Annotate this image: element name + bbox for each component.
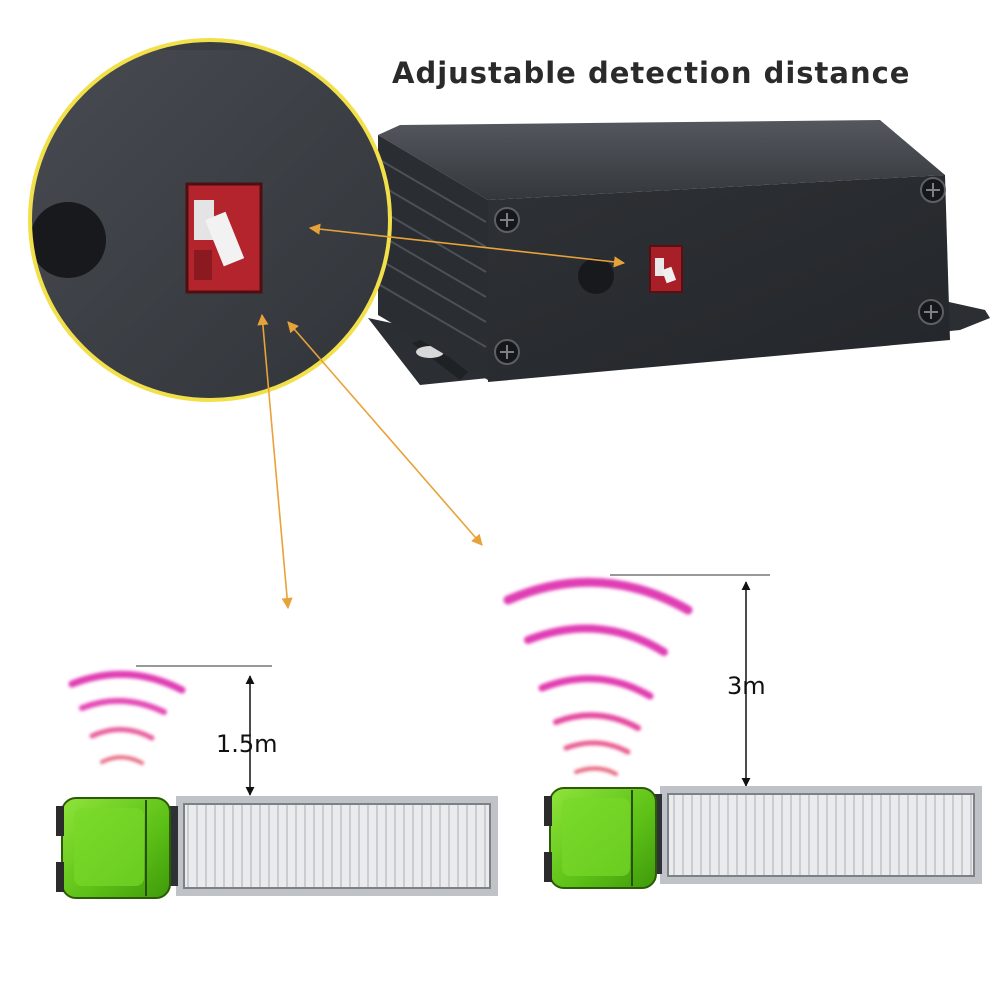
screw-icon <box>494 207 520 233</box>
distance-label-long: 3m <box>727 672 766 700</box>
port-hole <box>578 258 614 294</box>
arrow-to-long-range <box>287 321 483 546</box>
dip-switch-icon <box>185 182 263 294</box>
arrow-to-box-switch <box>308 223 626 268</box>
short-range-scene <box>56 665 498 899</box>
screw-icon <box>494 339 520 365</box>
signal-waves-icon <box>503 577 693 776</box>
truck-icon <box>544 786 982 889</box>
dip-switch-icon <box>649 245 683 293</box>
screw-icon <box>920 177 946 203</box>
signal-waves-icon <box>68 670 186 765</box>
headline: Adjustable detection distance <box>392 56 911 90</box>
zoom-callout <box>28 38 392 402</box>
callout-arrows <box>257 223 626 610</box>
long-range-scene <box>503 574 982 889</box>
arrow-to-short-range <box>257 313 293 610</box>
enclosure-box <box>368 120 990 385</box>
truck-icon <box>56 796 498 899</box>
distance-label-short: 1.5m <box>216 730 278 758</box>
screw-icon <box>918 299 944 325</box>
